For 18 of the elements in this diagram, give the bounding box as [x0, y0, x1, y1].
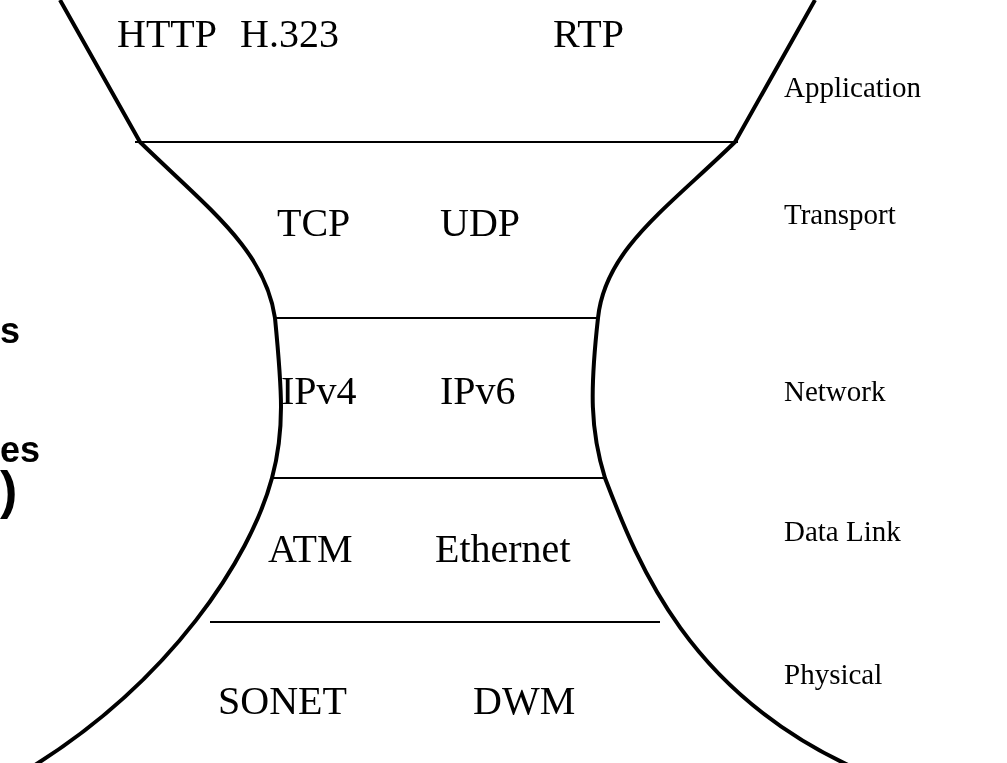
- layer-name: Network: [784, 377, 886, 406]
- protocol-name: ATM: [268, 529, 353, 569]
- protocol-name: TCP: [277, 203, 351, 243]
- layer-name: Physical: [784, 660, 883, 689]
- layer-name: Application: [784, 73, 921, 102]
- protocol-name: H.323: [240, 14, 339, 54]
- protocol-name: RTP: [553, 14, 624, 54]
- layer-name: Transport: [784, 200, 896, 229]
- protocol-name: Ethernet: [435, 529, 571, 569]
- protocol-name: HTTP: [117, 14, 217, 54]
- protocol-name: DWM: [473, 681, 576, 721]
- layer-name: Data Link: [784, 517, 901, 546]
- cropped-text: s: [0, 313, 21, 349]
- protocol-name: IPv6: [440, 371, 516, 411]
- protocol-name: UDP: [440, 203, 521, 243]
- protocol-name: IPv4: [281, 371, 357, 411]
- cropped-text: es: [0, 432, 41, 468]
- protocol-name: SONET: [218, 681, 347, 721]
